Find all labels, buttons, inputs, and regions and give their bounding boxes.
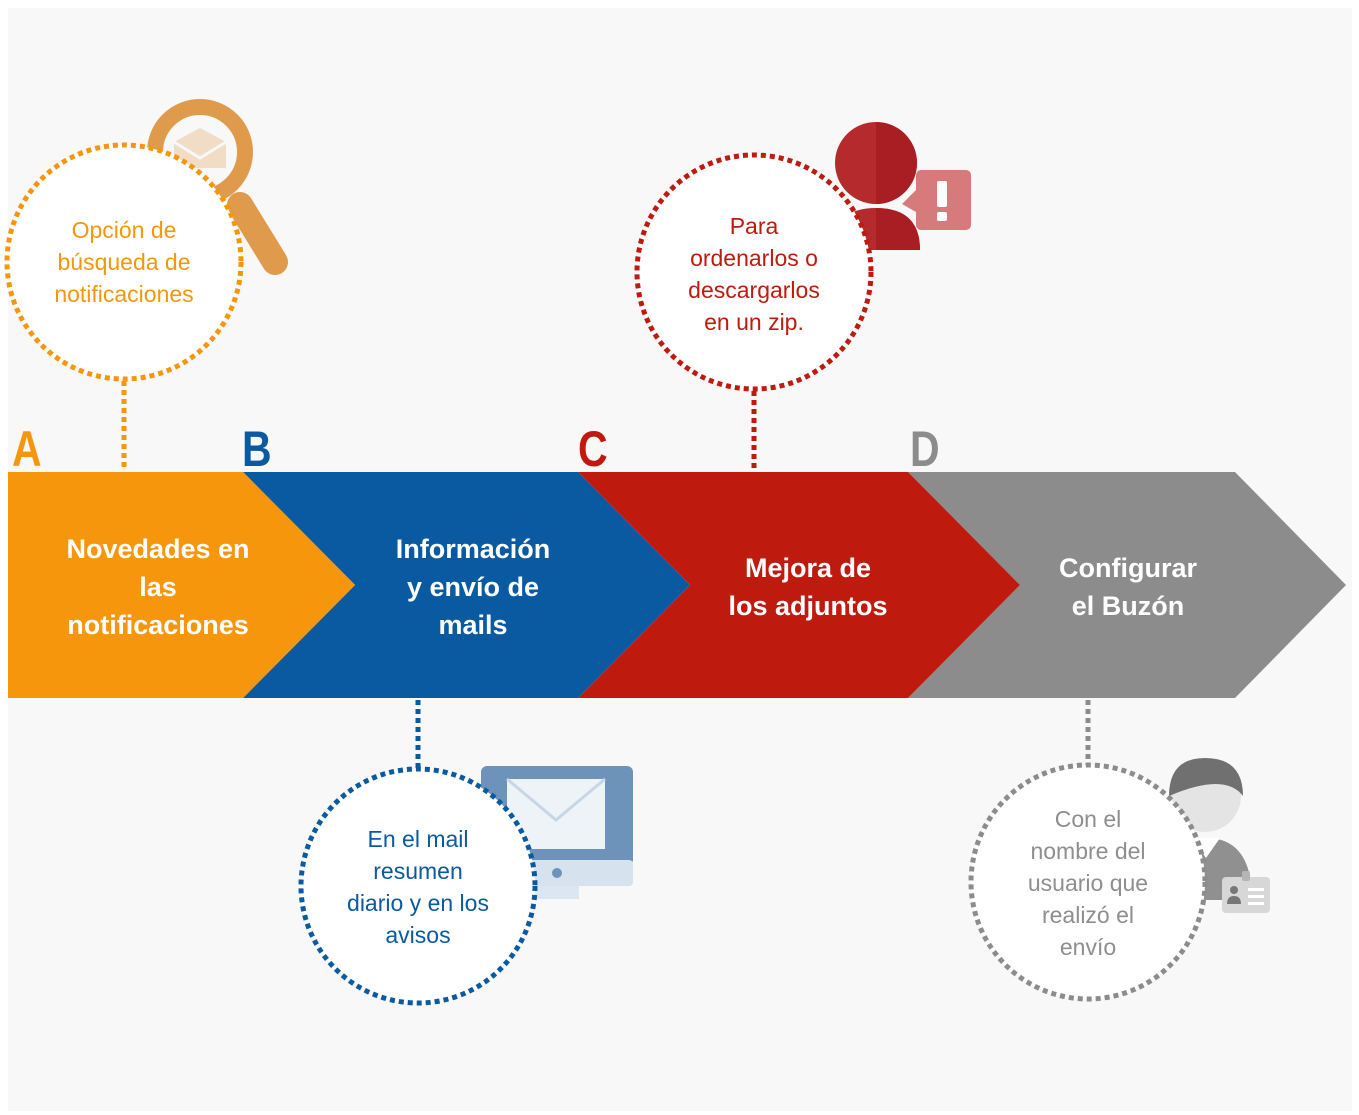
segment-a-shape (8, 472, 355, 698)
segment-c-shape (578, 472, 1020, 698)
note-d-line-2: nombre del (1030, 838, 1145, 864)
note-c-circle (634, 152, 874, 392)
note-c-line-1: Para (730, 213, 779, 239)
step-d-title-line-1: Configurar (1059, 553, 1197, 583)
note-a-line-1: Opción de (72, 217, 177, 243)
note-a-line-3: notificaciones (54, 281, 193, 307)
note-b-line-2: resumen (373, 858, 462, 884)
segment-b-shape (243, 472, 690, 698)
note-d-line-3: usuario que (1028, 870, 1148, 896)
note-d-line-4: realizó el (1042, 902, 1134, 928)
note-b-line-1: En el mail (368, 826, 469, 852)
segment-d-shape (908, 472, 1346, 698)
note-b-line-4: avisos (385, 922, 450, 948)
note-b-circle (298, 766, 538, 1006)
monitor-mail-icon (481, 766, 633, 899)
note-a-line-2: búsqueda de (57, 249, 190, 275)
step-c-title-line-1: Mejora de (745, 553, 871, 583)
step-d-title-line-2: el Buzón (1072, 591, 1185, 621)
note-d-line-5: envío (1060, 934, 1116, 960)
note-a-circle (4, 142, 244, 382)
step-a-title-line-3: notificaciones (67, 610, 249, 640)
note-d-line-1: Con el (1055, 806, 1121, 832)
step-b-title-line-1: Información (396, 534, 551, 564)
step-a-title-line-1: Novedades en (66, 534, 249, 564)
note-d-circle (968, 762, 1208, 1002)
step-letter-d: D (910, 421, 940, 477)
note-c-line-4: en un zip. (704, 309, 804, 335)
note-c-line-2: ordenarlos o (690, 245, 818, 271)
step-letter-a: A (12, 421, 42, 477)
step-b-title-line-2: y envío de (407, 572, 539, 602)
step-a-title-line-2: las (139, 572, 177, 602)
note-b-line-3: diario y en los (347, 890, 489, 916)
step-b-title-line-3: mails (438, 610, 507, 640)
step-letter-b: B (242, 421, 272, 477)
step-letter-c: C (578, 421, 608, 477)
note-c-line-3: descargarlos (688, 277, 820, 303)
step-c-title-line-2: los adjuntos (728, 591, 887, 621)
